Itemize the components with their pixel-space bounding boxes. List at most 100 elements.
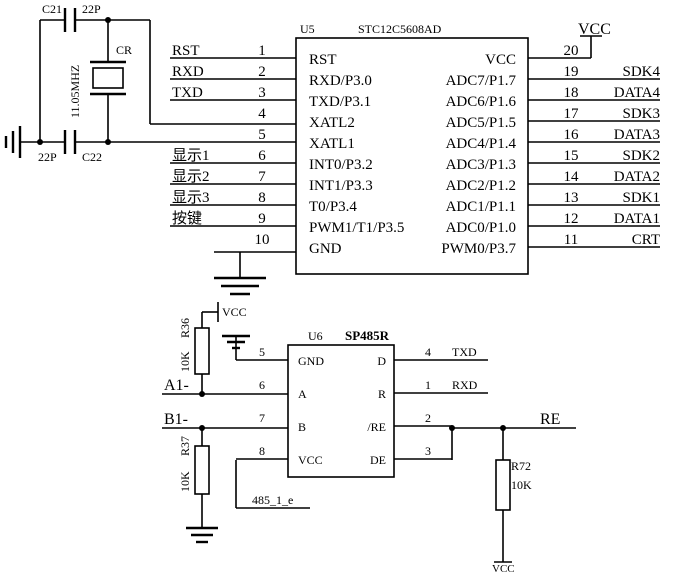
u5-pin-number: 11 <box>564 232 578 248</box>
a-net-label: A1- <box>164 377 189 394</box>
u5-pin-name: TXD/P3.1 <box>309 94 371 110</box>
u6-pin-number: 8 <box>259 444 265 458</box>
u5-pin-name: ADC7/P1.7 <box>446 73 517 89</box>
u5-pin-number: 10 <box>255 232 270 248</box>
r36-vcc: VCC <box>222 305 247 319</box>
r72-ref: R72 <box>511 459 531 473</box>
u5-vcc-label: VCC <box>578 21 611 38</box>
u6-pin-number: 2 <box>425 411 431 425</box>
r37-resistor: R37 10K <box>178 428 218 544</box>
u5-pin-name: RST <box>309 52 337 68</box>
c21-label: C21 <box>42 2 62 16</box>
u5-net-label: SDK1 <box>622 190 660 206</box>
u5-net-label: DATA3 <box>614 127 660 143</box>
u5-net-label: DATA4 <box>614 85 661 101</box>
u6-pin-number: 3 <box>425 444 431 458</box>
u5-net-label: 显示1 <box>172 148 210 164</box>
u5-pin-number: 20 <box>564 43 579 59</box>
u5-pin-name: ADC2/P1.2 <box>446 178 516 194</box>
u5-net-label: SDK3 <box>622 106 660 122</box>
u5-net-label: RXD <box>172 64 204 80</box>
b-net-label: B1- <box>164 411 188 428</box>
u6-pin-number: 1 <box>425 378 431 392</box>
u5-net-label: SDK2 <box>622 148 660 164</box>
r36-value: 10K <box>178 351 192 372</box>
u5-pin-number: 9 <box>258 211 266 227</box>
u6-pin-name: A <box>298 387 307 401</box>
u6-pin-number: 7 <box>259 411 265 425</box>
u5-pin-number: 6 <box>258 148 266 164</box>
u6-part: SP485R <box>345 328 390 343</box>
u5-body <box>295 37 529 275</box>
u5-pin-name: GND <box>309 241 342 257</box>
u5-mcu: U5 STC12C5608AD VCC 1RSTRST2RXD/P3.0RXD3… <box>170 21 660 296</box>
u6-net-label: RXD <box>452 378 478 392</box>
u5-pin-name: PWM1/T1/P3.5 <box>309 220 404 236</box>
u5-pin-number: 5 <box>258 127 266 143</box>
u5-pin-name: XATL1 <box>309 136 355 152</box>
u5-pin-name: ADC0/P1.0 <box>446 220 516 236</box>
r37-value: 10K <box>178 471 192 492</box>
u5-pin-number: 4 <box>258 106 266 122</box>
u5-pin-name: ADC3/P1.3 <box>446 157 516 173</box>
u5-pin-number: 14 <box>564 169 580 185</box>
u6-net-label: TXD <box>452 345 477 359</box>
c22-label: C22 <box>82 150 102 164</box>
crystal-ref: CR <box>116 43 132 57</box>
u6-pin-name: GND <box>298 354 324 368</box>
crystal-circuit: C21 22P 22P C22 CR 11.05MHZ <box>4 2 296 164</box>
u5-pin-number: 19 <box>564 64 579 80</box>
u6-pin-name: /RE <box>367 420 386 434</box>
u5-ref: U5 <box>300 22 315 36</box>
u6-pin-name: R <box>378 387 386 401</box>
u5-pin-number: 15 <box>564 148 579 164</box>
u5-net-label: CRT <box>632 232 660 248</box>
u5-pin-number: 2 <box>258 64 266 80</box>
u5-pin-name: INT0/P3.2 <box>309 157 373 173</box>
u5-pin-number: 7 <box>258 169 266 185</box>
u5-pin-number: 12 <box>564 211 579 227</box>
u5-net-label: 按键 <box>172 210 202 227</box>
u6-pin-number: 6 <box>259 378 265 392</box>
crystal-frequency: 11.05MHZ <box>68 65 82 118</box>
r72-vcc: VCC <box>492 563 515 573</box>
u5-pin-number: 13 <box>564 190 579 206</box>
u6-body <box>287 344 395 478</box>
u5-net-label: 显示3 <box>172 190 210 206</box>
re-net-label: RE <box>540 411 560 428</box>
u5-pin-name: PWM0/P3.7 <box>441 241 516 257</box>
u5-pin-name: ADC6/P1.6 <box>446 94 517 110</box>
u5-pin-name: ADC1/P1.1 <box>446 199 516 215</box>
r72-resistor: R72 10K VCC <box>492 428 532 573</box>
u5-net-label: SDK4 <box>622 64 660 80</box>
u5-left-pins: 1RSTRST2RXD/P3.0RXD3TXD/P3.1TXD4XATL25XA… <box>170 43 404 257</box>
r72-value: 10K <box>511 478 532 492</box>
u5-net-label: 显示2 <box>172 169 210 185</box>
u5-pin-number: 8 <box>258 190 266 206</box>
u6-pin-number: 4 <box>425 345 431 359</box>
r37-ref: R37 <box>178 436 192 456</box>
u5-pin-name: INT1/P3.3 <box>309 178 373 194</box>
u5-net-label: TXD <box>172 85 203 101</box>
r36-ref: R36 <box>178 318 192 338</box>
u5-pin-number: 17 <box>564 106 580 122</box>
u5-pin-number: 1 <box>258 43 266 59</box>
u5-pin-name: ADC4/P1.4 <box>446 136 517 152</box>
u5-pin-name: ADC5/P1.5 <box>446 115 516 131</box>
u6-ref: U6 <box>308 329 323 343</box>
left-ground-symbol <box>4 126 40 158</box>
u5-pin-number: 3 <box>258 85 266 101</box>
u5-right-pins: 20VCC19ADC7/P1.7SDK418ADC6/P1.6DATA417AD… <box>441 43 660 257</box>
u5-net-label: DATA2 <box>614 169 660 185</box>
u6-pin-name: B <box>298 420 306 434</box>
c21-value: 22P <box>82 2 101 16</box>
u5-pin-name: VCC <box>485 52 516 68</box>
u5-net-label: DATA1 <box>614 211 660 227</box>
u6-pin-number: 5 <box>259 345 265 359</box>
u5-pin-number: 16 <box>564 127 580 143</box>
u5-pin-name: XATL2 <box>309 115 355 131</box>
